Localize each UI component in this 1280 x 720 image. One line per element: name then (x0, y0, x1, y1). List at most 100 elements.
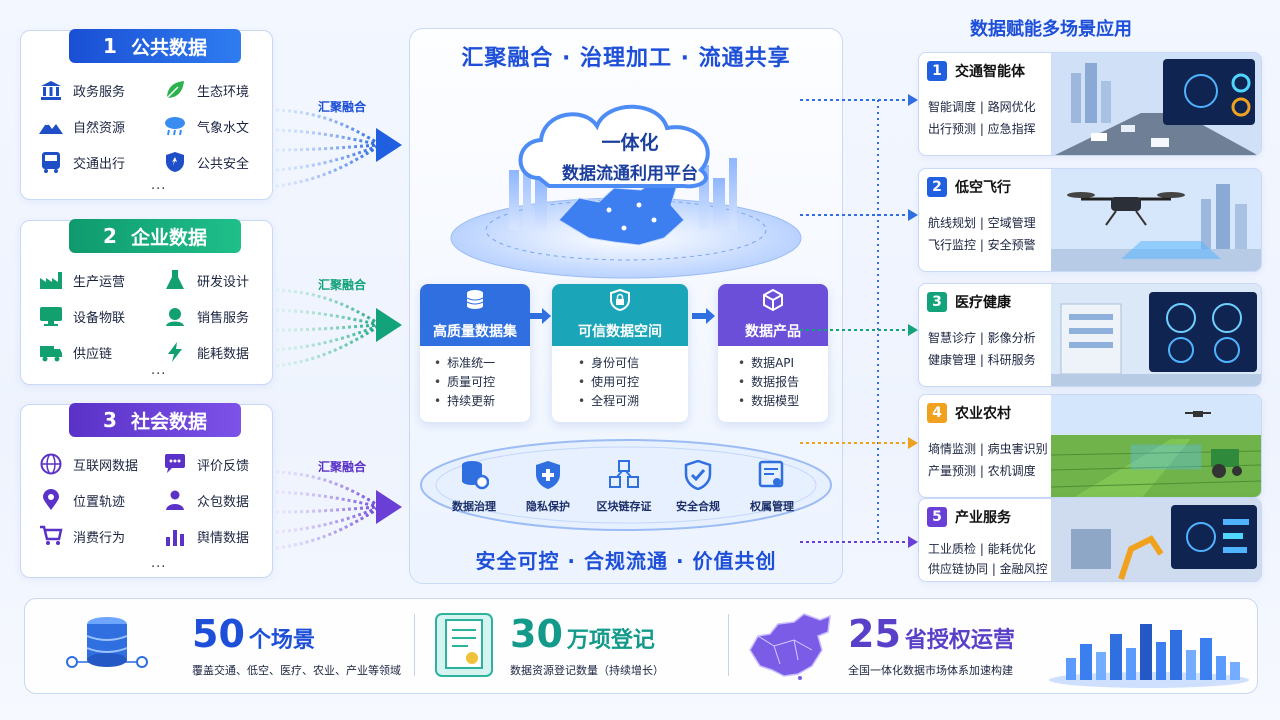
source-item: 设备物联 (39, 305, 163, 327)
factory-icon (39, 269, 63, 291)
app-title: 低空飞行 (955, 180, 1011, 196)
application-connectors (800, 94, 918, 548)
stats-divider (728, 614, 729, 676)
source-item: 研发设计 (163, 269, 269, 291)
stage-card-trusted-space: 可信数据空间 身份可信 使用可控 全程可溯 (552, 284, 688, 422)
source-item: 交通出行 (39, 151, 163, 173)
farm-scene-image (1051, 395, 1261, 497)
source-item: 自然资源 (39, 115, 163, 137)
security-item: 数据治理 (440, 458, 508, 524)
source-item: 消费行为 (39, 525, 163, 547)
chat-icon (163, 453, 187, 475)
globe-icon (39, 453, 63, 475)
security-item: 权属管理 (738, 458, 806, 524)
cloud-rain-icon (163, 115, 187, 137)
factory-scene-image (1051, 499, 1261, 581)
app-card-agriculture: 4 农业农村 墒情监测 | 病虫害识别 产量预测 | 农机调度 (918, 394, 1262, 498)
app-card-industry: 5 产业服务 工业质检 | 能耗优化 供应链协同 | 金融风控 (918, 498, 1262, 582)
stat-scenarios-desc: 覆盖交通、低空、医疗、农业、产业等领域 (192, 664, 401, 677)
app-number-badge: 2 (927, 177, 947, 197)
source-item: 生态环境 (163, 79, 269, 101)
source-title-public: 1 公共数据 (69, 29, 241, 63)
center-bottom-title: 安全可控 · 合规流通 · 价值共创 (475, 549, 777, 573)
flow-arrow-social (276, 470, 402, 550)
source-panel-public: 1 公共数据 政务服务 生态环境 自然资源 气象水文 交通出行 公共安全 ... (20, 29, 273, 200)
security-item: 区块链存证 (590, 458, 658, 524)
app-number-badge: 3 (927, 292, 947, 312)
source-item: 供应链 (39, 341, 163, 363)
source-title-social: 3 社会数据 (69, 403, 241, 437)
source-item: 能耗数据 (163, 341, 269, 363)
applications-title: 数据赋能多场景应用 (970, 19, 1132, 40)
stat-registrations-desc: 数据资源登记数量（持续增长） (510, 664, 664, 677)
lightning-icon (163, 341, 187, 363)
china-map-icon (749, 613, 831, 680)
database-gear-icon (457, 458, 491, 492)
source-item: 位置轨迹 (39, 489, 163, 511)
stage-arrow (692, 308, 715, 324)
source-item: 公共安全 (163, 151, 269, 173)
drone-scene-image (1051, 169, 1261, 271)
platform-name: 一体化 数据流通利用平台 (562, 132, 698, 184)
app-title: 医疗健康 (955, 295, 1011, 311)
app-card-low-altitude: 2 低空飞行 航线规划 | 空域管理 飞行监控 | 安全预警 (918, 168, 1262, 272)
government-building-icon (39, 79, 63, 101)
source-item: 舆情数据 (163, 525, 269, 547)
city-skyline-image (1049, 624, 1249, 688)
flow-label-social: 汇聚融合 (318, 460, 367, 474)
app-title: 产业服务 (955, 510, 1011, 526)
shield-plus-icon (531, 458, 565, 492)
stats-divider (414, 614, 415, 676)
cube-icon (762, 288, 784, 315)
database-icon (464, 289, 486, 315)
security-item: 安全合规 (664, 458, 732, 524)
registration-certificate-icon (435, 613, 493, 677)
bar-chart-icon (163, 525, 187, 547)
source-title-enterprise: 2 企业数据 (69, 219, 241, 253)
security-item: 隐私保护 (514, 458, 582, 524)
source-item: 众包数据 (163, 489, 269, 511)
mountain-icon (39, 115, 63, 137)
bus-icon (39, 151, 63, 173)
app-number-badge: 1 (927, 61, 947, 81)
stage-arrow (528, 308, 551, 324)
app-title: 交通智能体 (955, 64, 1025, 80)
app-card-traffic: 1 交通智能体 智能调度 | 路网优化 出行预测 | 应急指挥 (918, 52, 1262, 156)
monitor-icon (39, 305, 63, 327)
source-item: 生产运营 (39, 269, 163, 291)
app-card-healthcare: 3 医疗健康 智慧诊疗 | 影像分析 健康管理 | 科研服务 (918, 283, 1262, 387)
app-number-badge: 5 (927, 507, 947, 527)
center-title: 汇聚融合 · 治理加工 · 流通共享 (461, 46, 791, 71)
shield-icon (163, 151, 187, 173)
truck-icon (39, 341, 63, 363)
stage-card-data-product: 数据产品 数据API 数据报告 数据模型 (718, 284, 828, 422)
flow-label-enterprise: 汇聚融合 (318, 278, 367, 292)
blockchain-icon (607, 458, 641, 492)
security-base-ring (420, 439, 832, 531)
source-item: 气象水文 (163, 115, 269, 137)
stat-provinces-desc: 全国一体化数据市场体系加速构建 (848, 664, 1013, 677)
location-pin-icon (39, 489, 63, 511)
headset-icon (163, 305, 187, 327)
leaf-icon (163, 79, 187, 101)
flow-arrow-public (276, 108, 402, 188)
flow-arrow-enterprise (276, 288, 402, 368)
traffic-scene-image (1051, 53, 1261, 155)
stage-card-dataset: 高质量数据集 标准统一 质量可控 持续更新 (420, 284, 530, 422)
flask-icon (163, 269, 187, 291)
lock-shield-icon (609, 288, 631, 315)
database-network-icon (66, 617, 148, 668)
source-item: 销售服务 (163, 305, 269, 327)
source-panel-social: 3 社会数据 互联网数据 评价反馈 位置轨迹 众包数据 消费行为 舆情数据 ..… (20, 403, 273, 578)
source-panel-enterprise: 2 企业数据 生产运营 研发设计 设备物联 销售服务 供应链 能耗数据 ... (20, 219, 273, 385)
cart-icon (39, 525, 63, 547)
shield-check-icon (681, 458, 715, 492)
source-item: 政务服务 (39, 79, 163, 101)
app-number-badge: 4 (927, 403, 947, 423)
certificate-icon (755, 458, 789, 492)
flow-label-public: 汇聚融合 (318, 100, 367, 114)
people-icon (163, 489, 187, 511)
